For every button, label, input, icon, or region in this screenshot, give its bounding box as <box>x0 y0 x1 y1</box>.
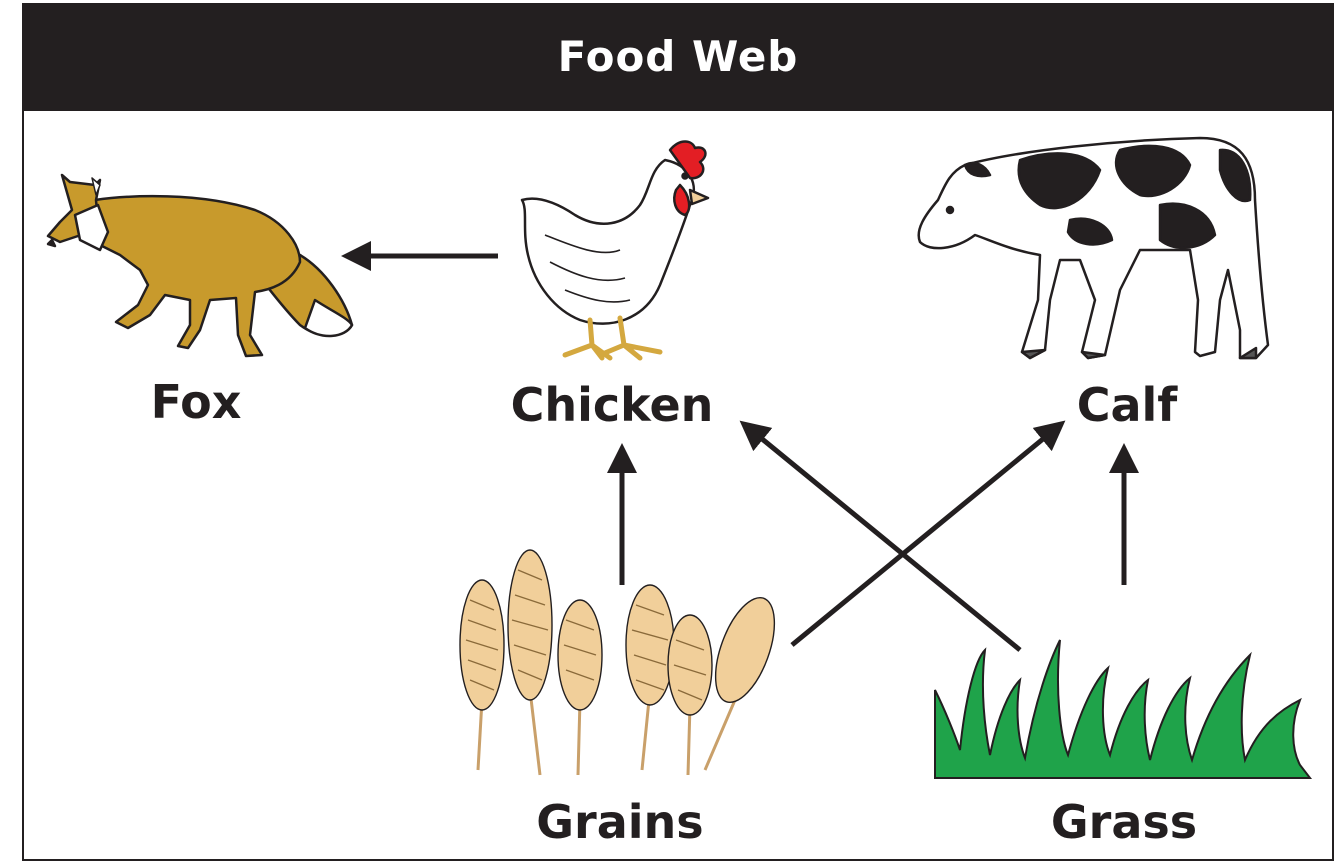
label-fox: Fox <box>151 375 242 429</box>
label-calf: Calf <box>1077 378 1178 432</box>
arrow-grass-to-chicken <box>745 425 1020 650</box>
label-grass: Grass <box>1051 795 1197 849</box>
label-chicken: Chicken <box>511 378 714 432</box>
fox-image <box>48 175 352 356</box>
arrow-grains-to-calf <box>792 425 1060 645</box>
calf-image <box>919 138 1268 358</box>
arrows <box>348 256 1124 650</box>
label-grains: Grains <box>536 795 703 849</box>
grass-image <box>935 640 1310 778</box>
chicken-image <box>522 142 708 359</box>
